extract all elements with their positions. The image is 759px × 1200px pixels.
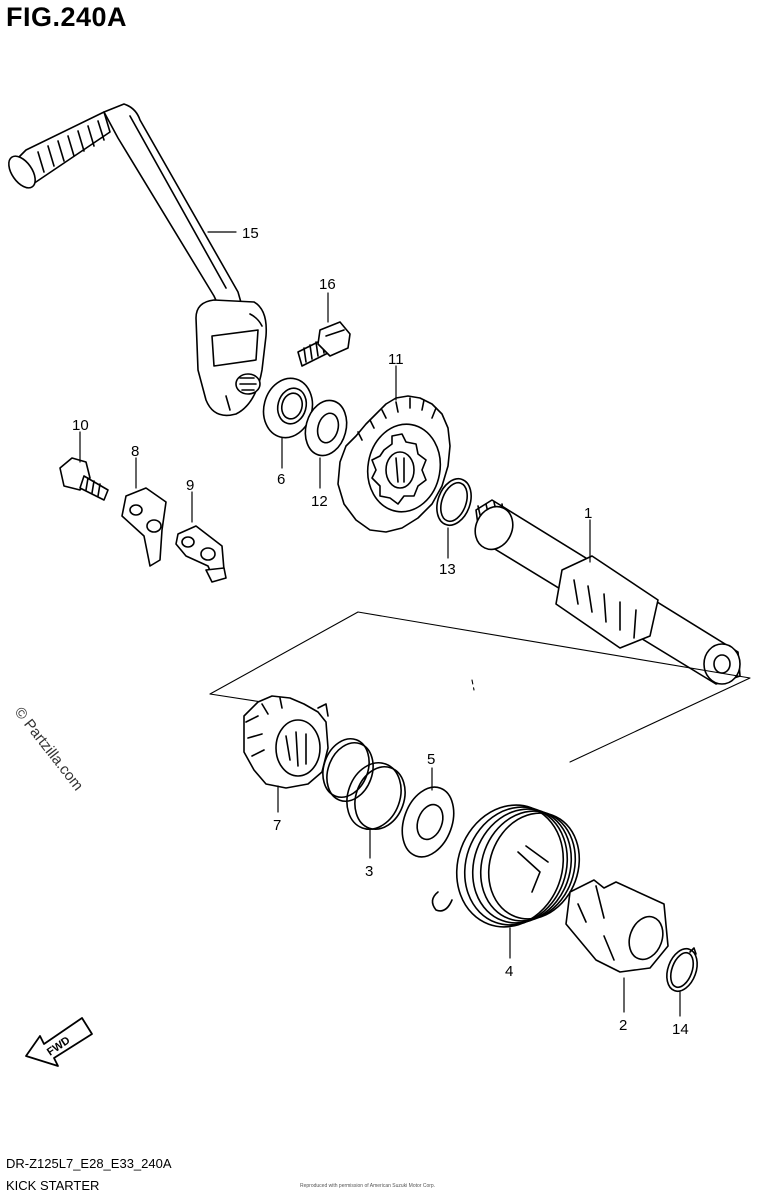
callout-9: 9 bbox=[186, 477, 194, 494]
washer-5[interactable] bbox=[393, 780, 463, 864]
callout-1: 1 bbox=[584, 505, 592, 522]
spring-guide-2[interactable] bbox=[565, 879, 669, 973]
fine-print: Reproduced with permission of American S… bbox=[300, 1183, 436, 1189]
assembly-outline bbox=[209, 611, 751, 763]
washer-12[interactable] bbox=[299, 396, 352, 460]
callout-2: 2 bbox=[619, 1017, 627, 1034]
kick-shaft-1[interactable] bbox=[468, 499, 741, 685]
callout-10: 10 bbox=[72, 417, 89, 434]
figure-title: FIG.240A bbox=[6, 2, 128, 32]
callout-4: 4 bbox=[505, 963, 513, 980]
bolt-10[interactable] bbox=[59, 457, 109, 501]
guide-plate-9[interactable] bbox=[175, 525, 227, 583]
return-spring-4[interactable] bbox=[431, 790, 593, 942]
callout-16: 16 bbox=[319, 276, 336, 293]
callout-13: 13 bbox=[439, 561, 456, 578]
callout-3: 3 bbox=[365, 863, 373, 880]
circlip-13[interactable] bbox=[431, 474, 477, 530]
fwd-arrow bbox=[25, 1017, 93, 1067]
guide-plate-8[interactable] bbox=[121, 487, 167, 567]
callout-5: 5 bbox=[427, 751, 435, 768]
spring-3[interactable] bbox=[315, 732, 413, 837]
watermark: © Partzilla.com bbox=[11, 704, 87, 794]
callout-15: 15 bbox=[242, 225, 259, 242]
callout-7: 7 bbox=[273, 817, 281, 834]
model-code: DR-Z125L7_E28_E33_240A bbox=[6, 1156, 172, 1171]
bolt-16[interactable] bbox=[297, 321, 351, 367]
kick-starter-lever[interactable] bbox=[3, 103, 268, 417]
callout-8: 8 bbox=[131, 443, 139, 460]
callout-11: 11 bbox=[388, 351, 404, 368]
kick-driven-gear-11[interactable] bbox=[337, 395, 451, 533]
callout-6: 6 bbox=[277, 471, 285, 488]
section-name: KICK STARTER bbox=[6, 1178, 100, 1193]
callout-14: 14 bbox=[672, 1021, 689, 1038]
callout-12: 12 bbox=[311, 493, 328, 510]
circlip-14[interactable] bbox=[661, 945, 702, 996]
kick-gear-7[interactable] bbox=[243, 695, 329, 789]
